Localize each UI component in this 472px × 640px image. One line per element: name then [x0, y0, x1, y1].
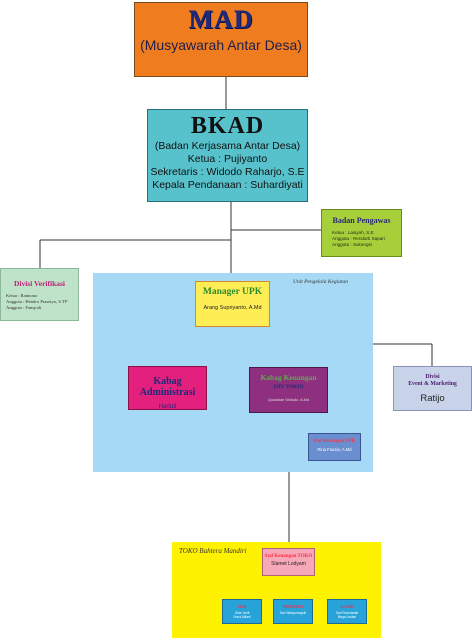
keuangan-name: Qusaidan Widodo, A.Md [268, 398, 309, 402]
bkad-line: Kepala Pendanaan : Suhardiyati [152, 179, 303, 191]
admin-box: Kabag Administrasi Hartuti [128, 366, 207, 410]
manager-title: Manager UPK [202, 287, 263, 297]
toko-unit-title: KASIR [340, 605, 354, 609]
staf-toko-name: Slamet Lodyam [271, 561, 306, 567]
mad-subtitle: (Musyawarah Antar Desa) [140, 37, 302, 53]
toko-unit-line: Mega Lestari [337, 615, 357, 619]
mad-box: MAD (Musyawarah Antar Desa) [134, 2, 308, 77]
pengawas-line: Anggota : Rendarti Sapari [332, 236, 385, 241]
pengawas-line: Anggota : Sukongsi [332, 242, 372, 247]
toko-unit-title: PRODUKSI [282, 605, 304, 609]
staf-upk-title: Staf Keuangan UPK [313, 439, 356, 444]
toko-unit-title: SDM [237, 605, 247, 609]
mad-title: MAD [188, 5, 254, 34]
pengawas-title: Badan Pengawas [332, 216, 391, 225]
keuangan-subtitle: (SPI TOKO) [273, 384, 304, 390]
toko-panel-caption: TOKO Bahtera Mandiri [179, 547, 247, 555]
staf-upk-box: Staf Keuangan UPK Rina Fauzia, A.Md [308, 433, 361, 461]
event-title-line2: Event & Marketing [408, 381, 457, 387]
verifikasi-line: Anggota : Hendro Prasetyo, S.TP [6, 299, 68, 304]
upk-panel-caption: Unit Pengelola Kegiatan [293, 279, 348, 285]
toko-unit-line: Okta Yanti [234, 611, 250, 615]
verifikasi-line: Ketua : Ratmono [6, 293, 38, 298]
manager-box: Manager UPK Arang Supriyanto, A.Md [195, 281, 270, 327]
keuangan-title: Kabag Keuangan [260, 373, 317, 382]
toko-unit-kasir: KASIR Sari Rosmawati Mega Lestari [327, 599, 367, 624]
toko-unit-sdm: SDM Okta Yanti Nurul Alfiani [222, 599, 262, 624]
bkad-title: BKAD [190, 113, 265, 139]
bkad-line: Ketua : Pujiyanto [187, 153, 268, 165]
manager-name: Arang Supriyanto, A.Md [203, 305, 262, 311]
toko-unit-produksi: PRODUKSI Sari Wahyuningsih [273, 599, 313, 624]
keuangan-box: Kabag Keuangan (SPI TOKO) Qusaidan Widod… [249, 367, 328, 413]
bkad-line: Sekretaris : Widodo Raharjo, S.E [150, 166, 305, 178]
toko-unit-line: Nurul Alfiani [233, 615, 251, 619]
verifikasi-line: Anggota : Fansjodi [6, 305, 42, 310]
verifikasi-title: Divisi Verifikasi [13, 279, 66, 288]
admin-name: Hartuti [158, 404, 177, 410]
bkad-box: BKAD (Badan Kerjasama Antar Desa) Ketua … [147, 109, 308, 202]
event-name: Ratijo [420, 393, 445, 404]
toko-unit-line: Sari Rosmawati [335, 611, 359, 615]
admin-title: Kabag Administrasi [139, 376, 196, 398]
toko-unit-line: Sari Wahyuningsih [279, 611, 307, 615]
event-title-line1: Divisi [425, 374, 440, 380]
staf-toko-box: Staf Keuangan TOKO Slamet Lodyam [262, 548, 315, 576]
pengawas-box: Badan Pengawas Ketua : Lasiyah, S.E Angg… [321, 209, 402, 257]
staf-toko-title: Staf Keuangan TOKO [264, 554, 313, 559]
event-box: Divisi Event & Marketing Ratijo [393, 366, 472, 411]
staf-upk-name: Rina Fauzia, A.Md [317, 447, 352, 452]
bkad-line: (Badan Kerjasama Antar Desa) [154, 140, 301, 152]
pengawas-line: Ketua : Lasiyah, S.E [332, 230, 374, 235]
verifikasi-box: Divisi Verifikasi Ketua : Ratmono Anggot… [0, 268, 79, 321]
